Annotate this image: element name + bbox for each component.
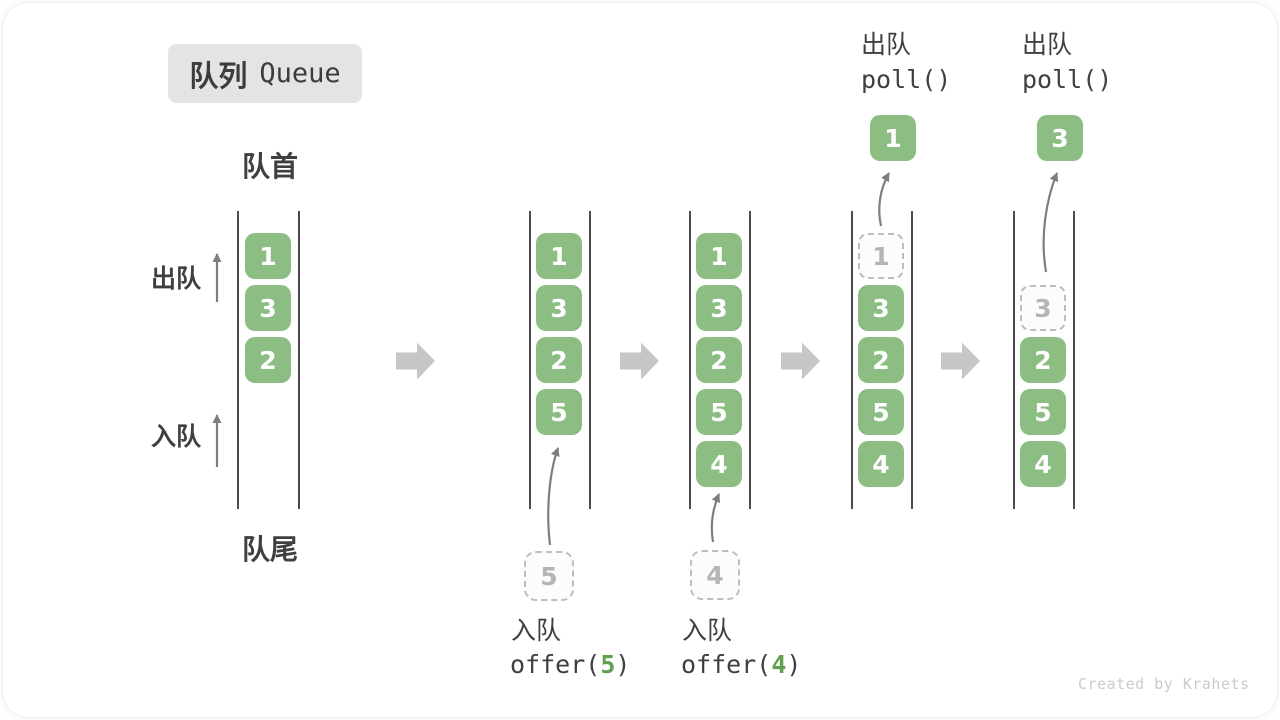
queue-rail-left-2	[529, 211, 531, 509]
label-queue-head: 队首	[241, 150, 298, 183]
removed-item-ghost: 1	[858, 233, 904, 279]
code-close: )	[615, 650, 631, 679]
queue-item: 3	[696, 285, 742, 331]
queue-rail-left-5	[1013, 211, 1015, 509]
title-en: Queue	[259, 58, 341, 89]
dequeue-op-code: poll()	[1022, 65, 1113, 94]
queue-item: 2	[858, 337, 904, 383]
queue-rail-right-2	[589, 211, 591, 509]
queue-item: 3	[245, 285, 291, 331]
queue-rail-left-3	[689, 211, 691, 509]
queue-item: 3	[536, 285, 582, 331]
enqueue-op-label: 入队	[682, 616, 733, 645]
queue-rail-right-5	[1073, 211, 1075, 509]
queue-item: 1	[696, 233, 742, 279]
title-box: 队列 Queue	[168, 44, 362, 103]
queue-item: 4	[696, 441, 742, 487]
queue-item: 5	[536, 389, 582, 435]
label-dequeue-side: 出队	[151, 264, 202, 293]
code-close: )	[786, 650, 802, 679]
queue-item: 4	[858, 441, 904, 487]
pending-enqueue-item: 4	[690, 550, 740, 600]
enqueue-op-code: offer(5)	[510, 650, 631, 680]
queue-item: 1	[245, 233, 291, 279]
code-fn: offer(	[681, 650, 772, 679]
removed-item-ghost: 3	[1020, 285, 1066, 331]
dequeue-op-label: 出队	[1022, 30, 1073, 59]
queue-item: 5	[1020, 389, 1066, 435]
polled-item: 1	[870, 115, 916, 161]
code-fn: offer(	[510, 650, 601, 679]
pending-enqueue-item: 5	[524, 551, 574, 601]
queue-item: 4	[1020, 441, 1066, 487]
queue-rail-right-3	[749, 211, 751, 509]
queue-rail-left-4	[851, 211, 853, 509]
queue-rail-left-1	[237, 211, 239, 509]
title-zh: 队列	[189, 58, 248, 93]
queue-item: 2	[696, 337, 742, 383]
queue-item: 3	[858, 285, 904, 331]
queue-rail-right-1	[298, 211, 300, 509]
label-queue-tail: 队尾	[241, 533, 298, 566]
dequeue-op-code: poll()	[861, 65, 952, 94]
polled-item: 3	[1037, 115, 1083, 161]
queue-item: 2	[536, 337, 582, 383]
queue-item: 2	[245, 337, 291, 383]
dequeue-op-label: 出队	[861, 30, 912, 59]
queue-item: 5	[696, 389, 742, 435]
code-arg: 5	[600, 650, 616, 679]
label-enqueue-side: 入队	[151, 422, 202, 451]
enqueue-op-label: 入队	[511, 616, 562, 645]
watermark: Created by Krahets	[1078, 675, 1250, 693]
queue-item: 1	[536, 233, 582, 279]
queue-rail-right-4	[911, 211, 913, 509]
enqueue-op-code: offer(4)	[681, 650, 802, 680]
queue-item: 2	[1020, 337, 1066, 383]
queue-item: 5	[858, 389, 904, 435]
code-arg: 4	[771, 650, 787, 679]
